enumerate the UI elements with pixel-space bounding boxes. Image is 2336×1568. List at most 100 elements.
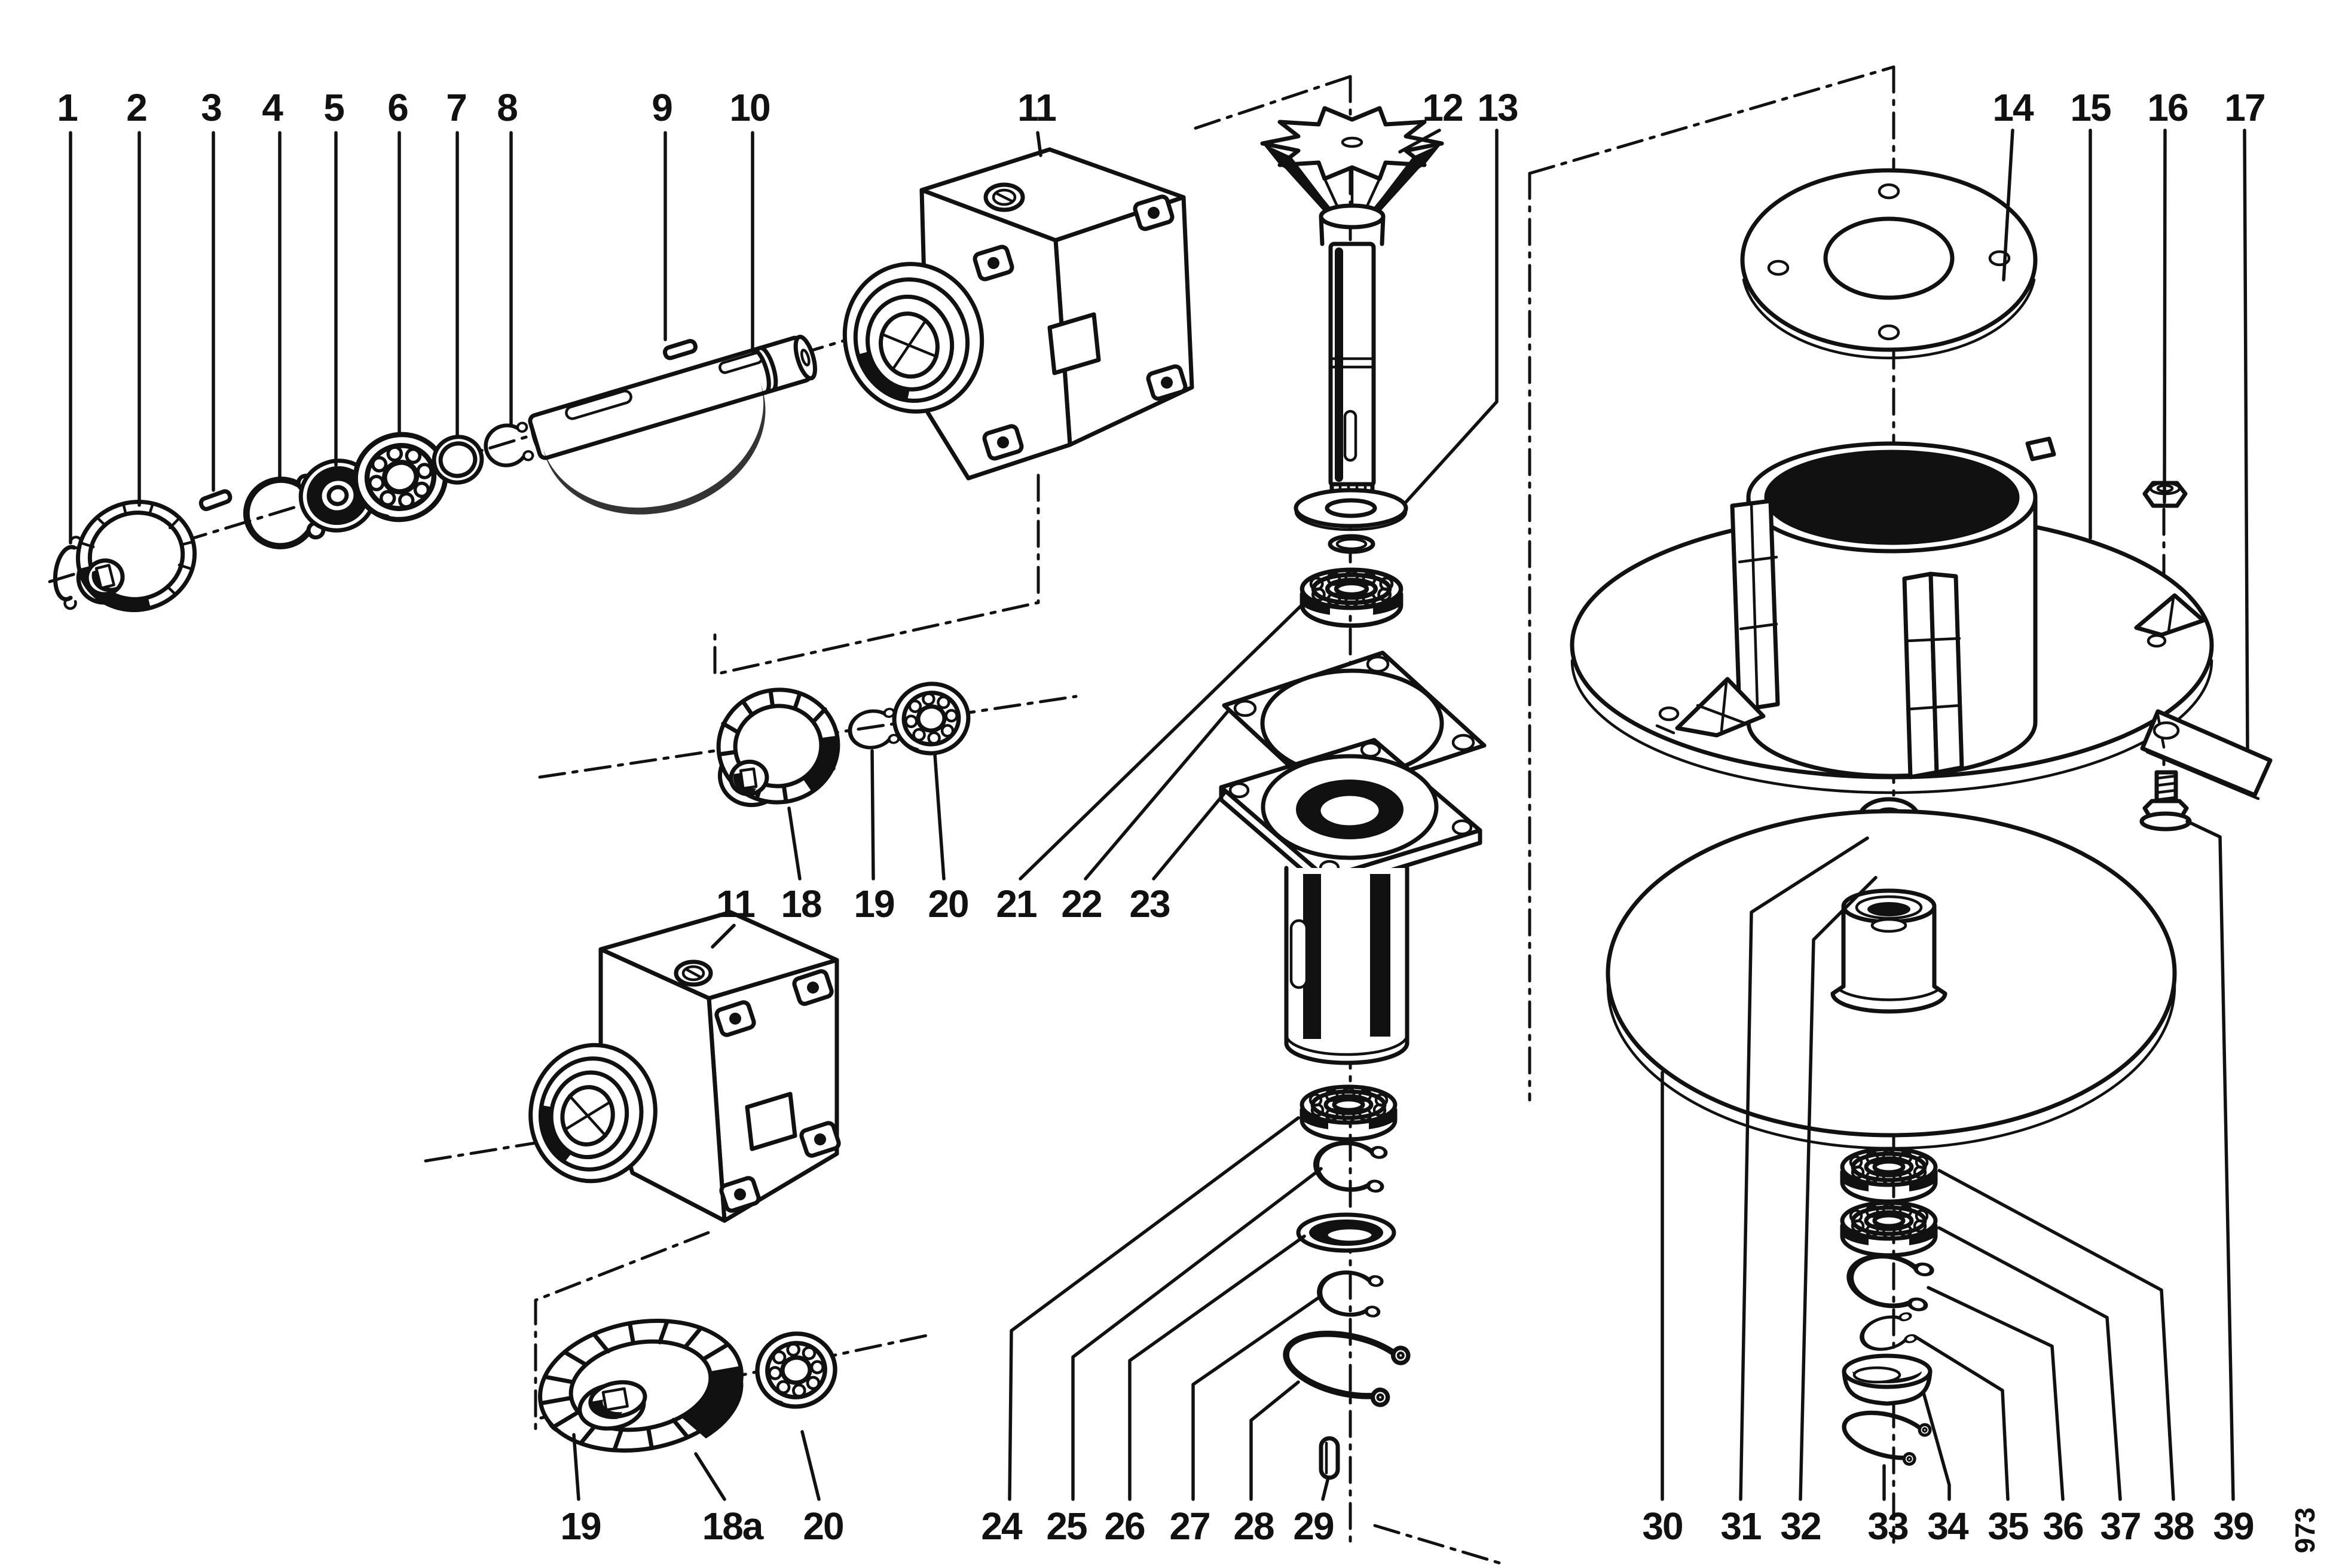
callout-6: 6 (387, 86, 409, 435)
callout-15: 15 (2070, 86, 2112, 540)
callout-29: 29 (1293, 1476, 1335, 1548)
drum-tab (2025, 436, 2056, 461)
callout-19b: 19 (560, 1433, 602, 1548)
filler-plug (674, 959, 713, 987)
axis-bevel-set (538, 695, 1078, 779)
callout-3: 3 (201, 86, 222, 492)
callout-4: 4 (262, 86, 285, 480)
callout-number-12: 12 (1422, 86, 1463, 129)
callout-number-5: 5 (323, 86, 344, 129)
fold-line-bevel-set (713, 473, 1040, 676)
callout-12: 12 (1398, 86, 1464, 154)
leader-line-17 (2243, 129, 2249, 750)
drum-clip-front (1902, 571, 1964, 780)
callout-number-14: 14 (1992, 86, 2034, 129)
fold-line-gearbox (1193, 75, 1352, 130)
callout-number-4: 4 (262, 86, 283, 129)
callout-22: 22 (1061, 710, 1230, 925)
callout-18: 18 (781, 806, 823, 925)
callout-number-32: 32 (1780, 1505, 1821, 1548)
callout-32: 32 (1780, 876, 1878, 1548)
callout-34: 34 (1922, 1391, 1970, 1548)
fold-line-diagonal (1528, 65, 1895, 175)
callout-number-3: 3 (201, 86, 221, 129)
pinion-shaft (1328, 242, 1376, 516)
leader-line-34 (1922, 1391, 1951, 1501)
filler-plug (983, 182, 1025, 212)
callout-number-20a: 20 (928, 882, 968, 925)
callout-11b: 11 (711, 882, 756, 949)
leader-line-11a (1036, 131, 1042, 157)
callout-number-33: 33 (1867, 1505, 1908, 1548)
leader-line-20a (933, 753, 946, 881)
callout-10: 10 (729, 86, 771, 353)
callout-2: 2 (126, 86, 148, 507)
callout-number-20b: 20 (803, 1505, 843, 1548)
callout-number-15: 15 (2070, 86, 2111, 129)
housing-tube (1284, 866, 1409, 1065)
gearbox-flange-bore (842, 262, 984, 414)
callout-5: 5 (323, 86, 345, 467)
callout-number-39: 39 (2213, 1505, 2254, 1548)
callout-14: 14 (1992, 86, 2035, 282)
callout-number-26: 26 (1104, 1505, 1145, 1548)
leader-line-21 (1019, 603, 1304, 881)
circlip-37 (1858, 1312, 1917, 1354)
circlip-8 (482, 421, 534, 469)
callout-number-27: 27 (1169, 1505, 1209, 1548)
leader-line-29 (1321, 1476, 1330, 1501)
callout-20b: 20 (800, 1430, 845, 1548)
callout-number-8: 8 (497, 86, 517, 129)
bearing-flange-23 (1219, 738, 1482, 892)
callout-number-30: 30 (1642, 1505, 1682, 1548)
drawing-number: 973 (2289, 1508, 2320, 1554)
bevel-pinion-12 (1260, 106, 1444, 246)
leader-line-25 (1071, 1167, 1323, 1501)
callout-number-11b: 11 (716, 882, 754, 925)
skid-bracket-right (2134, 593, 2206, 648)
callout-number-9: 9 (652, 86, 672, 129)
leader-line-12 (1398, 129, 1441, 154)
cover-flange-14 (1740, 168, 2038, 360)
bevel-gear-18a (538, 1319, 744, 1453)
bevel-set-18 (716, 679, 973, 808)
bevel-gear-18 (716, 687, 840, 808)
shaft-10 (528, 334, 817, 515)
axis-lower-gearbox (424, 1127, 625, 1163)
leader-line-14 (2002, 129, 2014, 282)
callout-8: 8 (497, 86, 518, 426)
knife-blade-17 (2140, 709, 2273, 800)
leader-line-18 (787, 806, 802, 881)
leader-line-35 (1913, 1335, 2010, 1501)
callout-number-13: 13 (1477, 86, 1518, 129)
callout-9: 9 (652, 86, 673, 341)
chain-sprocket-2 (75, 500, 197, 612)
callout-number-24: 24 (981, 1505, 1023, 1548)
callout-26: 26 (1104, 1234, 1306, 1548)
leader-line-38 (1937, 1169, 2175, 1501)
callout-16: 16 (2147, 86, 2189, 504)
leader-line-18a (694, 1452, 726, 1501)
callout-number-16: 16 (2147, 86, 2188, 129)
callout-17: 17 (2224, 86, 2266, 750)
callout-38: 38 (1937, 1169, 2195, 1548)
ball-bearing-20 (890, 679, 973, 758)
callout-number-34: 34 (1927, 1505, 1969, 1548)
gearbox-upper-11 (842, 147, 1194, 481)
leader-line-22 (1084, 710, 1230, 881)
callout-13: 13 (1404, 86, 1519, 504)
callout-number-19b: 19 (560, 1505, 601, 1548)
inspection-hole (745, 1092, 797, 1151)
knife-bolt-39 (2139, 770, 2192, 832)
leader-line-24 (1008, 1116, 1300, 1501)
key-3 (198, 489, 233, 511)
callout-number-11a: 11 (1017, 86, 1056, 129)
callout-number-37: 37 (2100, 1505, 2140, 1548)
ball-bearing-35 (1842, 1203, 1936, 1255)
callout-number-38: 38 (2153, 1505, 2194, 1548)
hub-bushing-33 (1830, 888, 1947, 1014)
callout-number-36: 36 (2043, 1505, 2083, 1548)
drum-clip-left (1730, 499, 1780, 713)
leader-line-36 (1927, 1286, 2065, 1501)
gearbox-flange-bore (528, 1043, 658, 1184)
